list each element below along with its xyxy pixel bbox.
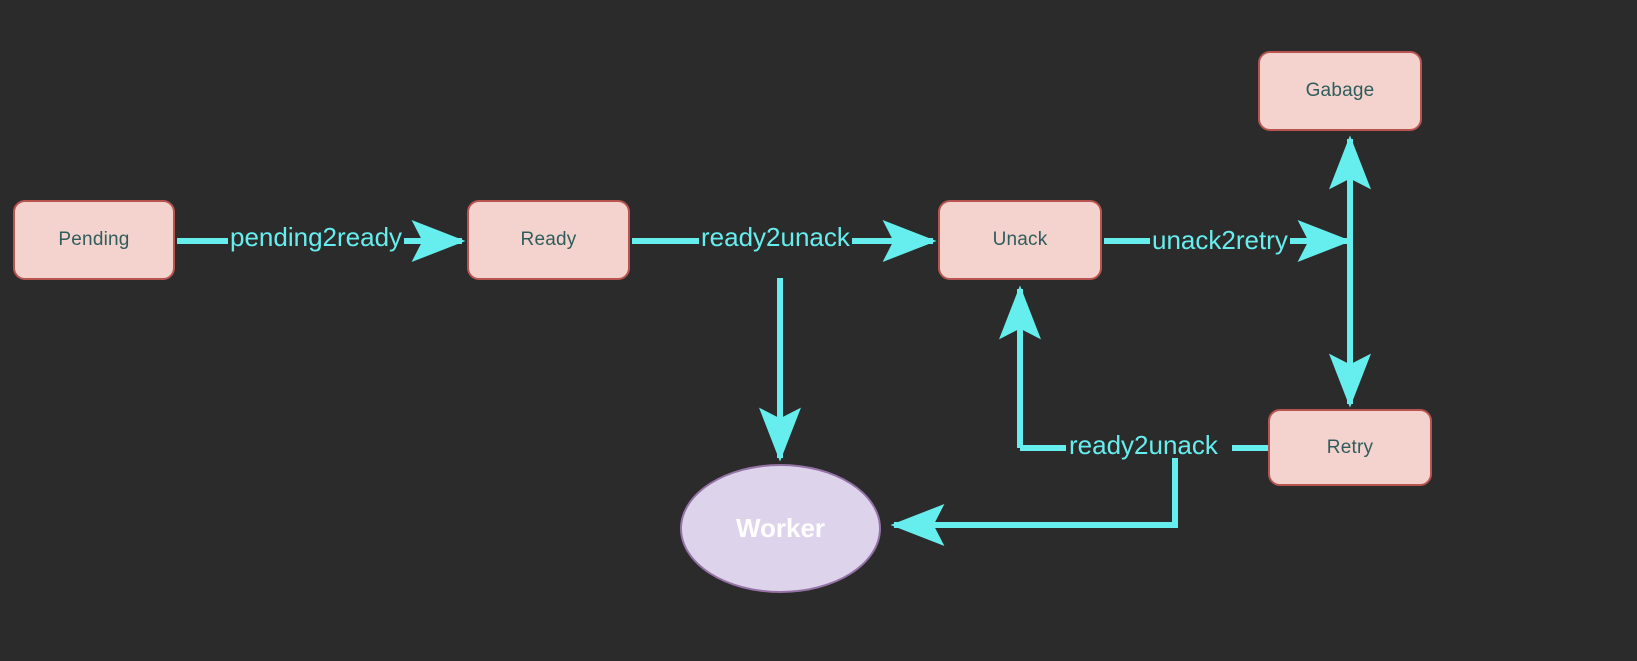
node-retry-label: Retry [1326, 436, 1374, 458]
edge-label-ready2unack-top: ready2unack [699, 222, 852, 252]
node-ready[interactable]: Ready [467, 200, 630, 280]
edge-label-ready2unack-bottom: ready2unack [1067, 430, 1220, 460]
node-gabage[interactable]: Gabage [1258, 51, 1422, 131]
edge-retry-to-worker [890, 448, 1178, 546]
node-worker[interactable]: Worker [680, 464, 881, 593]
edge-label-pending2ready: pending2ready [228, 222, 405, 252]
edge-retry-to-unack [999, 285, 1268, 451]
edge-label-unack2retry: unack2retry [1150, 225, 1290, 255]
node-unack[interactable]: Unack [938, 200, 1102, 280]
node-ready-label: Ready [520, 229, 577, 250]
node-pending[interactable]: Pending [13, 200, 175, 280]
node-pending-label: Pending [58, 229, 130, 250]
node-worker-label: Worker [735, 513, 826, 543]
node-retry[interactable]: Retry [1268, 409, 1432, 486]
node-unack-label: Unack [992, 229, 1048, 250]
node-gabage-label: Gabage [1305, 80, 1375, 101]
